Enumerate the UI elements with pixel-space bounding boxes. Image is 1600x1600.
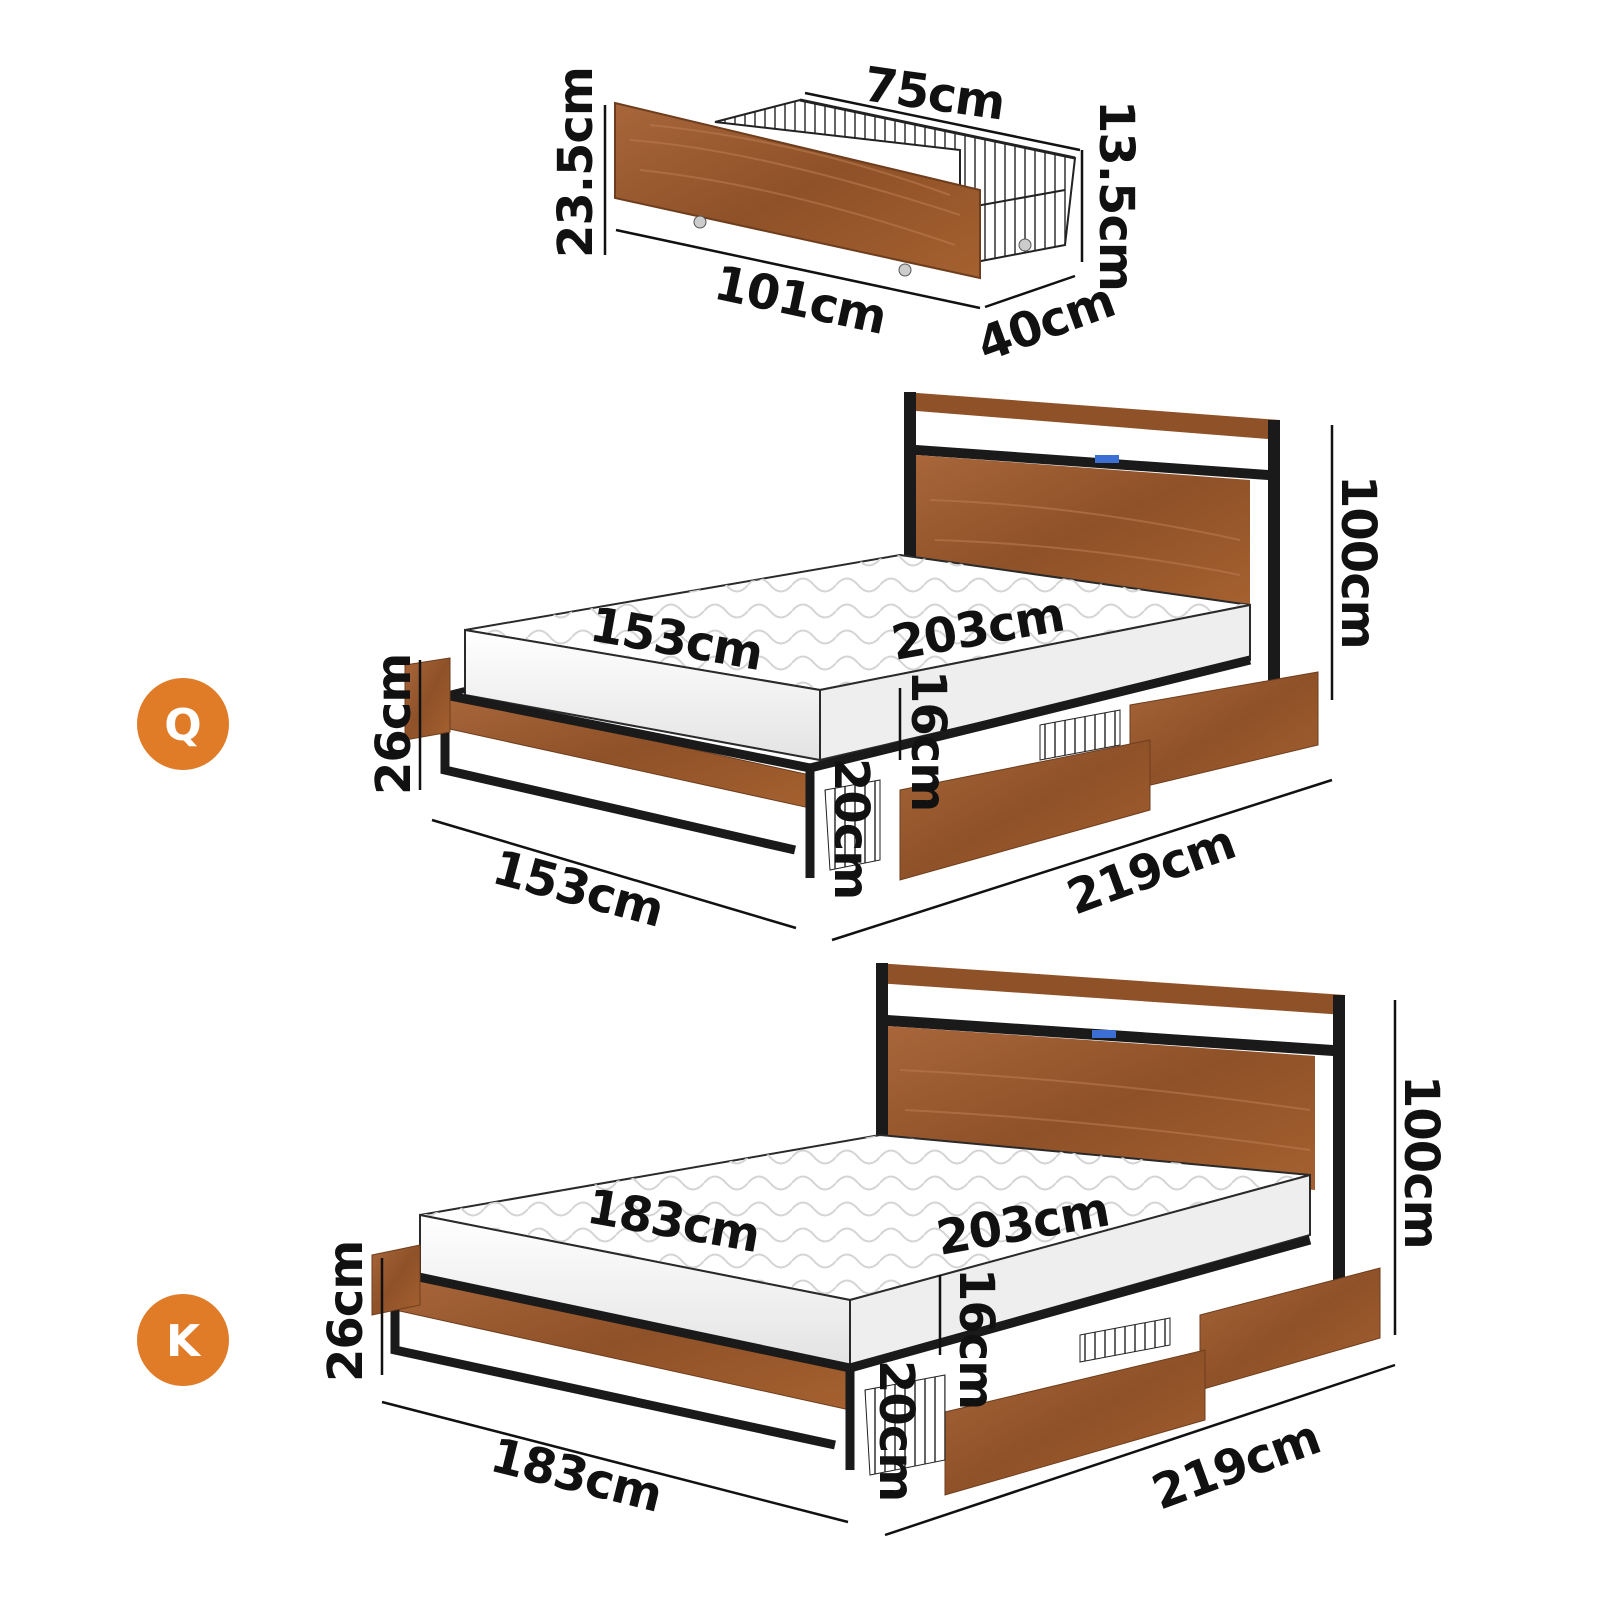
king-frame-width-label: 183cm	[485, 1427, 667, 1523]
king-size-badge	[137, 1294, 229, 1386]
king-headboard-height-label: 100cm	[1393, 1075, 1449, 1249]
queen-size-badge	[137, 678, 229, 770]
king-bed-illustration	[371, 963, 1381, 1496]
queen-bed-illustration	[404, 392, 1319, 881]
basket-height-label: 13.5cm	[1088, 100, 1144, 291]
queen-headboard-height-label: 100cm	[1330, 475, 1386, 649]
queen-frame-length-label: 219cm	[1060, 814, 1242, 926]
drawer-wood-front	[614, 101, 981, 280]
king-frame-length-line	[884, 1363, 1396, 1537]
king-right-drawer	[864, 1267, 1381, 1496]
king-drawer-clearance-label: 20cm	[868, 1360, 924, 1501]
king-badge-label: K	[166, 1316, 202, 1367]
king-clearance-label: 16cm	[948, 1268, 1004, 1409]
queen-clearance-label: 16cm	[900, 670, 956, 811]
queen-right-drawer	[824, 671, 1319, 881]
queen-frame-width-line	[431, 818, 797, 930]
drawer-depth-line	[984, 274, 1076, 309]
drawer-length-line	[615, 228, 981, 310]
queen-drawer-clearance-label: 20cm	[823, 758, 879, 899]
drawer-illustration	[614, 98, 1077, 280]
drawer-height-label: 23.5cm	[548, 67, 604, 258]
king-mattress	[419, 1133, 1311, 1367]
queen-mattress	[464, 553, 1251, 762]
queen-badge-label: Q	[164, 700, 201, 751]
king-frame-width-line	[381, 1400, 849, 1524]
basket-length-line	[804, 91, 1081, 152]
queen-frame-length-line	[831, 778, 1333, 942]
queen-side-height-label: 26cm	[366, 654, 422, 795]
king-side-height-label: 26cm	[318, 1241, 374, 1382]
queen-frame-width-label: 153cm	[487, 839, 669, 938]
